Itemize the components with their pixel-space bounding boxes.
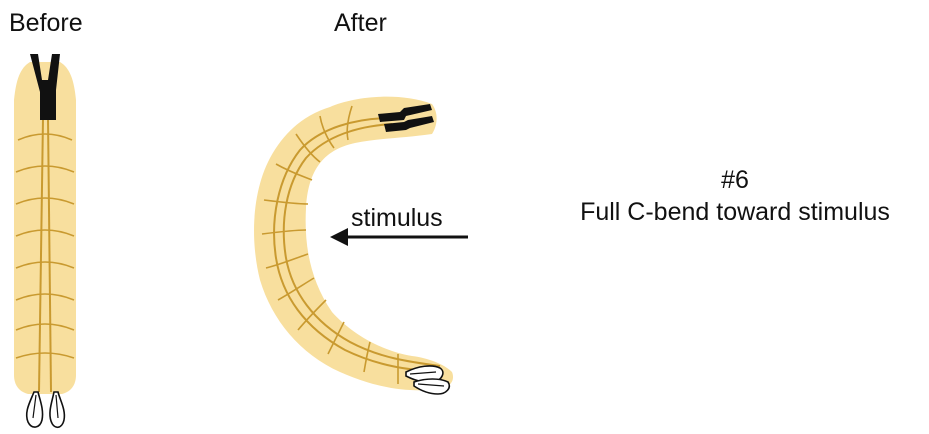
label-after: After <box>334 11 387 36</box>
response-description: Full C-bend toward stimulus <box>580 200 890 225</box>
response-number: #6 <box>721 168 749 193</box>
label-stimulus: stimulus <box>351 206 443 231</box>
larva-after <box>254 97 453 394</box>
label-before: Before <box>9 11 83 36</box>
larva-before <box>14 54 76 427</box>
posterior-spiracles-before <box>27 392 65 427</box>
